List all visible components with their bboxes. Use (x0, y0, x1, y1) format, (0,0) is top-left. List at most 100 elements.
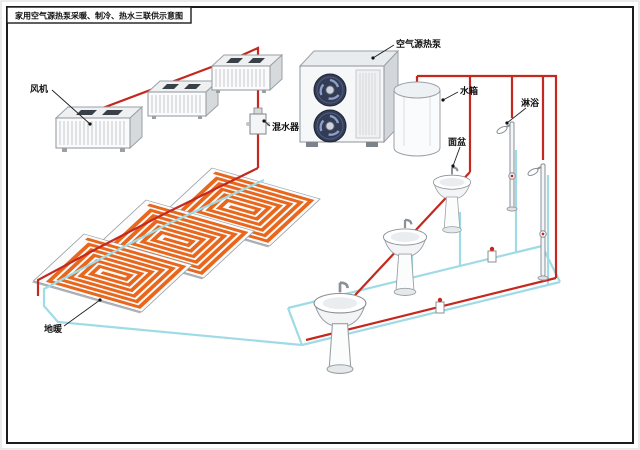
basin-pedestal (395, 253, 415, 292)
basin-inner (322, 297, 358, 310)
fancoil-grille (215, 69, 265, 87)
basins (313, 166, 472, 374)
dot-floor-heating (98, 298, 102, 302)
showers (496, 121, 549, 281)
fancoil-foot (262, 90, 266, 93)
shower-base (506, 206, 518, 212)
label-water-mixer: 混水器 (272, 121, 300, 132)
fancoil-vent-slot (226, 58, 243, 63)
shower-column (527, 163, 549, 281)
title-box (6, 6, 192, 24)
callout-dots (88, 56, 509, 302)
heat-pump-unit (298, 49, 400, 147)
fan-coil-unit (54, 105, 144, 152)
leader-floor-heating (63, 299, 101, 327)
shower-base (537, 275, 549, 281)
fancoil-vent-slot (248, 58, 265, 63)
water-mixer (246, 107, 270, 135)
pipe-valve (487, 246, 497, 263)
basin-base (393, 287, 417, 296)
fan-coil-units (54, 53, 284, 152)
cold-pipe-floor-return (42, 178, 303, 347)
basin-base (442, 226, 462, 234)
tank-highlights (403, 94, 431, 146)
label-water-tank: 水箱 (460, 85, 478, 96)
fancoil-vent-slot (76, 110, 97, 115)
leader-fan-coil (51, 89, 91, 125)
valve-body (487, 250, 497, 263)
callout-texts: 风机 空气源热泵 水箱 混水器 淋浴 面盆 地暖 (30, 38, 540, 334)
callout-leaders (51, 44, 527, 327)
fancoil-vent-slot (162, 84, 179, 89)
leader-basin (452, 146, 461, 167)
heatpump-top (298, 50, 400, 67)
basin-inner (390, 232, 420, 242)
fan-blade (329, 114, 340, 124)
fancoil-front (147, 91, 207, 117)
shower-pipe (540, 163, 546, 277)
border-rect (6, 6, 634, 444)
fan-coil-unit (146, 79, 220, 119)
heatpump-fan (313, 73, 347, 107)
dot-fan-coil (88, 122, 92, 126)
basin (313, 281, 367, 374)
fancoil-foot (62, 148, 67, 152)
basin-pedestal (443, 196, 461, 230)
shower-head (496, 126, 508, 134)
label-heat-pump: 空气源热泵 (396, 38, 442, 49)
cold-pipe-loop-left (286, 307, 304, 346)
fancoil-foot (198, 116, 202, 119)
floor-coil-spiral (107, 203, 249, 275)
hot-pipe-floor-supply (36, 167, 259, 296)
hot-pipe-main-right (417, 74, 558, 278)
floor-panel (159, 167, 321, 248)
basin-faucet (451, 166, 459, 175)
hot-pipe-fixture-drops (468, 76, 545, 172)
fan-blade (328, 94, 340, 100)
heatpump-fan (313, 109, 347, 143)
dot-water-mixer (262, 119, 266, 123)
fancoil-vent-slot (184, 84, 201, 89)
leader-heat-pump (372, 44, 395, 59)
fan-inner-ring (316, 112, 344, 140)
pipe-valve (435, 297, 445, 314)
dot-water-tank (441, 98, 445, 102)
label-shower: 淋浴 (521, 97, 540, 108)
label-basin: 面盆 (448, 136, 467, 147)
shower-head (527, 168, 539, 176)
heatpump-foot (366, 142, 378, 147)
shower-valve-dot (510, 174, 514, 178)
valve-handle (489, 246, 495, 252)
mixer-port (246, 122, 250, 126)
basin (432, 166, 472, 234)
fancoil-front (211, 65, 271, 91)
fan-coil-unit (210, 53, 284, 93)
mixer-body (249, 113, 267, 135)
cold-pipe-risers (342, 150, 550, 335)
water-tank (393, 81, 441, 157)
cold-water-pipes (42, 150, 561, 347)
basin-faucet (403, 218, 413, 228)
label-floor-heating: 地暖 (44, 323, 63, 334)
fan-hub (325, 121, 335, 131)
floor-panel (93, 199, 255, 280)
valve-fixtures (435, 246, 497, 314)
fan-blade (319, 119, 325, 132)
label-fan-coil: 风机 (30, 83, 48, 94)
leader-water-tank (442, 91, 459, 101)
shower-pipe (509, 121, 515, 209)
leader-shower (506, 107, 527, 124)
fancoil-grille (59, 121, 125, 145)
heatpump-vent-lines (359, 73, 376, 135)
fancoil-foot (152, 116, 156, 119)
floor-heating-panels (31, 167, 321, 314)
shower-valve-dot (541, 232, 545, 236)
basin-faucet (338, 281, 349, 293)
panel-surface (32, 233, 193, 313)
basin (382, 218, 428, 296)
dot-heat-pump (371, 56, 375, 60)
floor-coil-spiral (45, 237, 187, 309)
